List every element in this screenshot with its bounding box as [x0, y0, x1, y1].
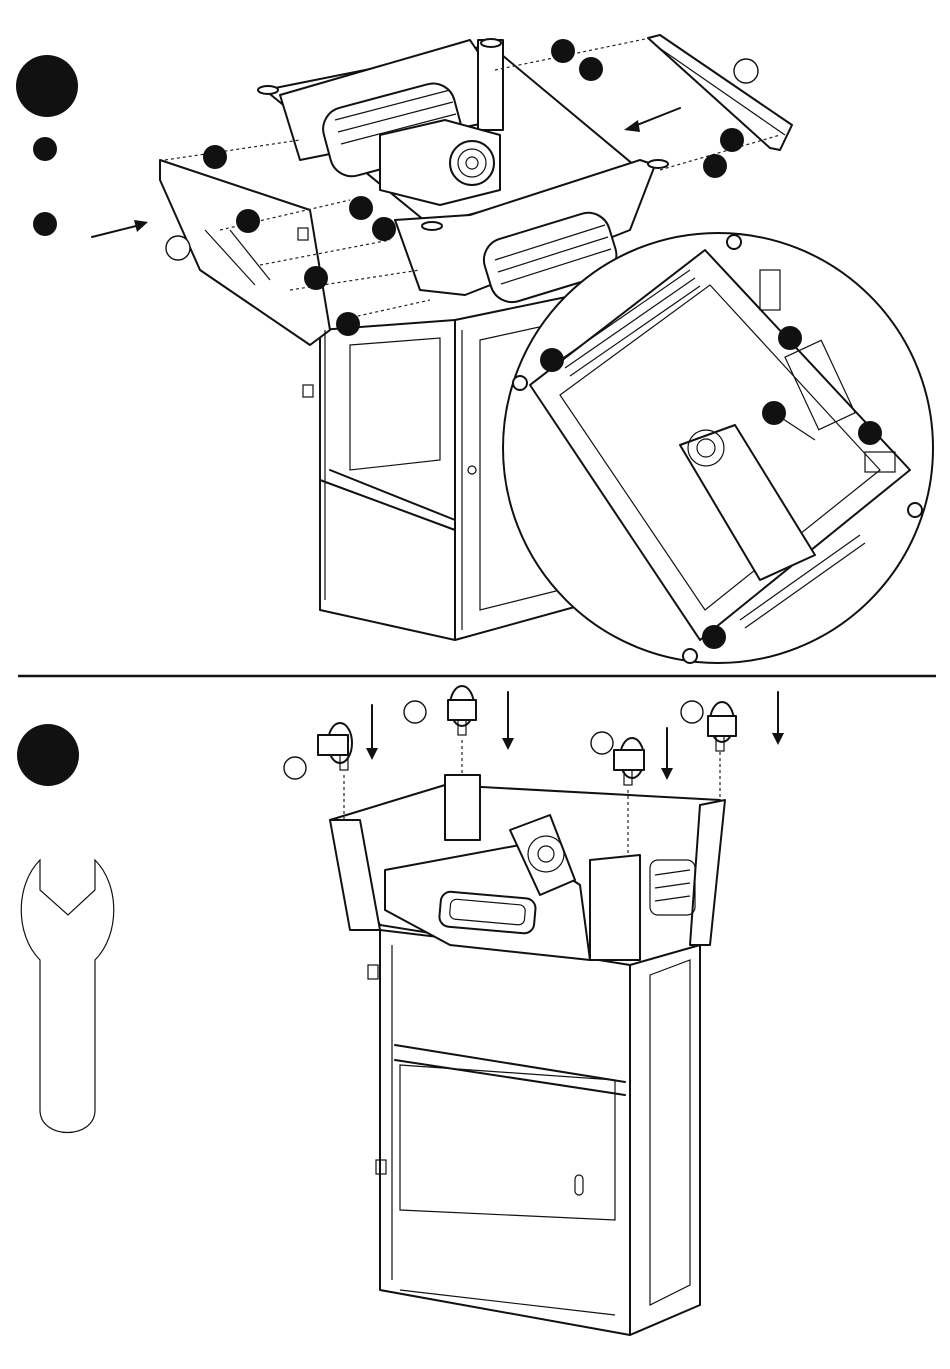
hardware-callout — [349, 196, 373, 220]
hardware-callout — [372, 217, 396, 241]
hardware-callout — [336, 312, 360, 336]
hardware-callout — [551, 39, 575, 63]
hardware-callout — [720, 128, 744, 152]
caster-3 — [614, 738, 644, 785]
arrow-down-icon — [366, 705, 378, 760]
arrow-left-icon — [624, 120, 640, 132]
arrow-down-icon — [502, 692, 514, 750]
hardware-callout — [540, 348, 564, 372]
caster-2 — [448, 686, 476, 735]
step-1-part-marker-b — [33, 212, 57, 236]
step-1-part-marker-a — [33, 137, 57, 161]
reference-callout — [681, 701, 703, 723]
reference-callout — [166, 236, 190, 260]
hardware-callout — [778, 326, 802, 350]
reference-callout — [404, 701, 426, 723]
hardware-callout — [579, 57, 603, 81]
caster-1 — [318, 723, 352, 770]
step-1-panel — [16, 35, 933, 663]
hardware-callout — [703, 154, 727, 178]
hardware-callout — [702, 625, 726, 649]
reference-callout — [284, 757, 306, 779]
step-2-panel — [17, 686, 784, 1335]
step-2-number-marker — [17, 724, 79, 786]
step-1-number-marker — [16, 55, 78, 117]
casters — [318, 686, 736, 785]
hardware-callout — [304, 266, 328, 290]
hardware-callout — [203, 145, 227, 169]
reference-callout — [734, 59, 758, 83]
hardware-callout — [858, 421, 882, 445]
cart-body-step-2 — [330, 775, 725, 1335]
hardware-callout — [236, 209, 260, 233]
wrench-icon — [21, 860, 114, 1133]
arrow-down-icon — [661, 728, 673, 780]
reference-callout — [591, 732, 613, 754]
caster-4 — [708, 702, 736, 751]
side-rail-part — [648, 35, 792, 150]
arrow-down-icon — [772, 692, 784, 745]
detail-zoom-view — [503, 233, 933, 663]
arrow-right-icon — [134, 220, 148, 232]
